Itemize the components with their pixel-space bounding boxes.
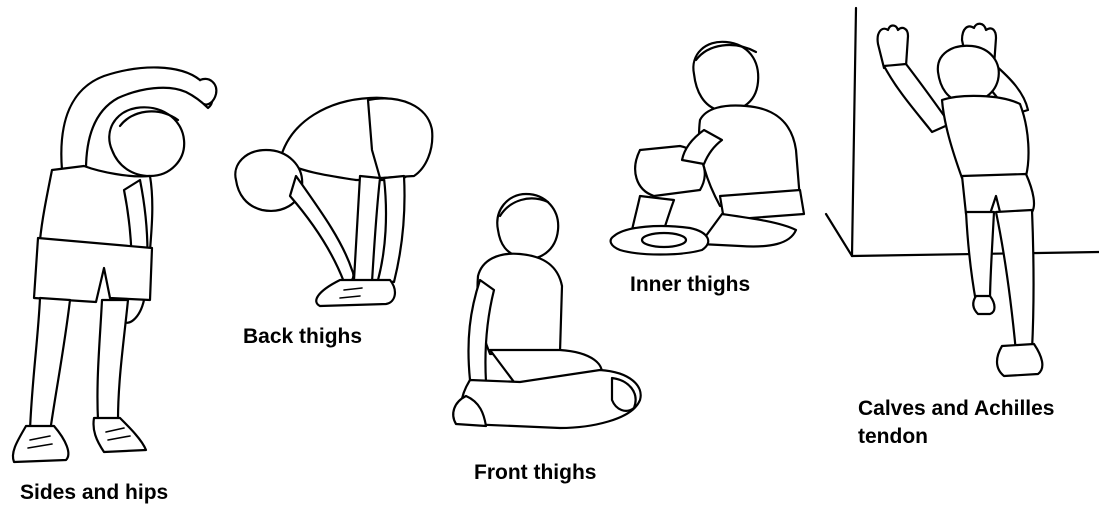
- figure-inner-thighs: [611, 42, 804, 255]
- fig2-shorts: [368, 98, 432, 178]
- label-calves-and-achilles: Calves and Achilles: [858, 396, 1054, 422]
- fig2-arms: [290, 176, 353, 283]
- fig5-back-foot: [997, 344, 1042, 376]
- fig2-head: [235, 150, 302, 211]
- figure-back-thighs: [235, 98, 432, 306]
- label-front-thighs: Front thighs: [474, 460, 596, 486]
- figure-sides-and-hips: [13, 67, 216, 462]
- fig2-right-leg: [378, 176, 405, 282]
- fig5-wall-vertical: [852, 8, 856, 256]
- fig5-wall-corner: [826, 214, 852, 256]
- fig5-left-hand: [878, 26, 908, 69]
- fig3-head: [497, 194, 558, 259]
- label-calves-and-achilles-line2: tendon: [858, 424, 928, 450]
- fig1-left-shoe: [13, 426, 68, 462]
- fig5-front-leg: [966, 212, 994, 302]
- fig5-head: [938, 46, 999, 103]
- fig4-feet: [611, 226, 709, 254]
- fig5-back-leg: [996, 210, 1034, 352]
- fig5-torso: [942, 96, 1028, 178]
- fig1-shorts: [34, 238, 152, 302]
- label-inner-thighs: Inner thighs: [630, 272, 750, 298]
- fig2-left-leg: [354, 176, 380, 282]
- fig1-left-leg: [30, 298, 70, 432]
- fig1-right-shoe: [93, 418, 146, 452]
- label-sides-and-hips: Sides and hips: [20, 480, 168, 506]
- fig4-thigh: [700, 214, 796, 246]
- fig1-right-leg: [97, 300, 128, 420]
- fig2-shoes: [316, 280, 395, 306]
- figure-calves-and-achilles: [826, 8, 1099, 376]
- figure-front-thighs: [453, 194, 640, 428]
- fig5-shorts: [962, 174, 1034, 214]
- label-back-thighs: Back thighs: [243, 324, 362, 350]
- fig5-front-foot: [973, 296, 994, 314]
